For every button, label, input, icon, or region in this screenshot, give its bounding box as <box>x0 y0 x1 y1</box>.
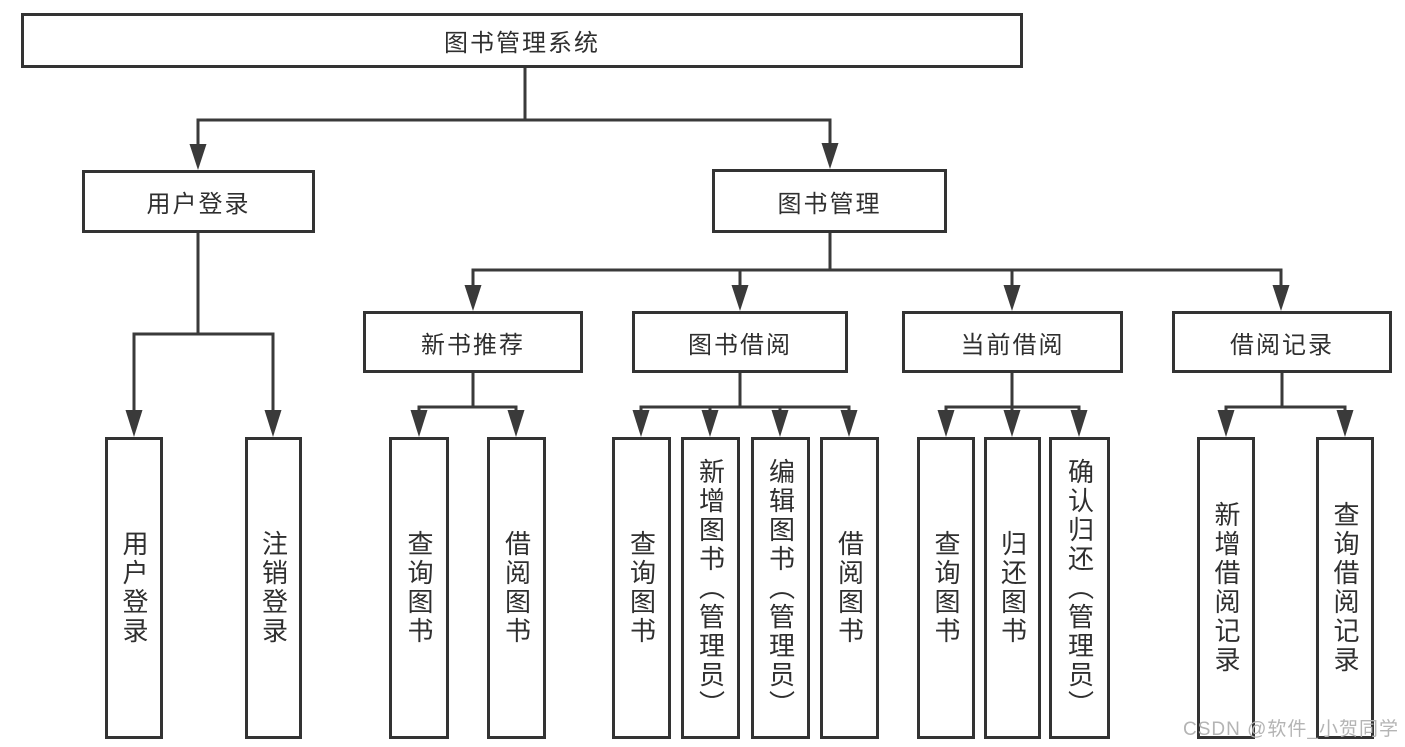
node-borrowing-records: 借阅记录 <box>1172 311 1392 373</box>
leaf-logout: 注销登录 <box>245 437 302 739</box>
node-book-management: 图书管理 <box>712 169 947 233</box>
leaf-query-books-recommend: 查询图书 <box>389 437 449 739</box>
node-library-management-system: 图书管理系统 <box>21 13 1023 68</box>
leaf-borrow-books: 借阅图书 <box>820 437 879 739</box>
leaf-query-books-current: 查询图书 <box>917 437 975 739</box>
leaf-query-books-borrowing: 查询图书 <box>612 437 671 739</box>
leaf-user-login: 用户登录 <box>105 437 163 739</box>
leaf-borrow-books-recommend: 借阅图书 <box>487 437 546 739</box>
node-new-book-recommendation: 新书推荐 <box>363 311 583 373</box>
node-current-borrowing: 当前借阅 <box>902 311 1123 373</box>
leaf-return-books: 归还图书 <box>984 437 1041 739</box>
node-book-borrowing: 图书借阅 <box>632 311 848 373</box>
leaf-query-borrow-record: 查询借阅记录 <box>1316 437 1374 739</box>
csdn-watermark: CSDN @软件_小贺同学 <box>1183 719 1399 740</box>
node-user-login: 用户登录 <box>82 170 315 233</box>
leaf-add-borrow-record: 新增借阅记录 <box>1197 437 1255 739</box>
leaf-confirm-return-admin: 确认归还（管理员） <box>1049 437 1110 739</box>
leaf-add-books-admin: 新增图书（管理员） <box>681 437 740 739</box>
leaf-edit-books-admin: 编辑图书（管理员） <box>751 437 810 739</box>
arrowheads <box>125 143 1354 437</box>
